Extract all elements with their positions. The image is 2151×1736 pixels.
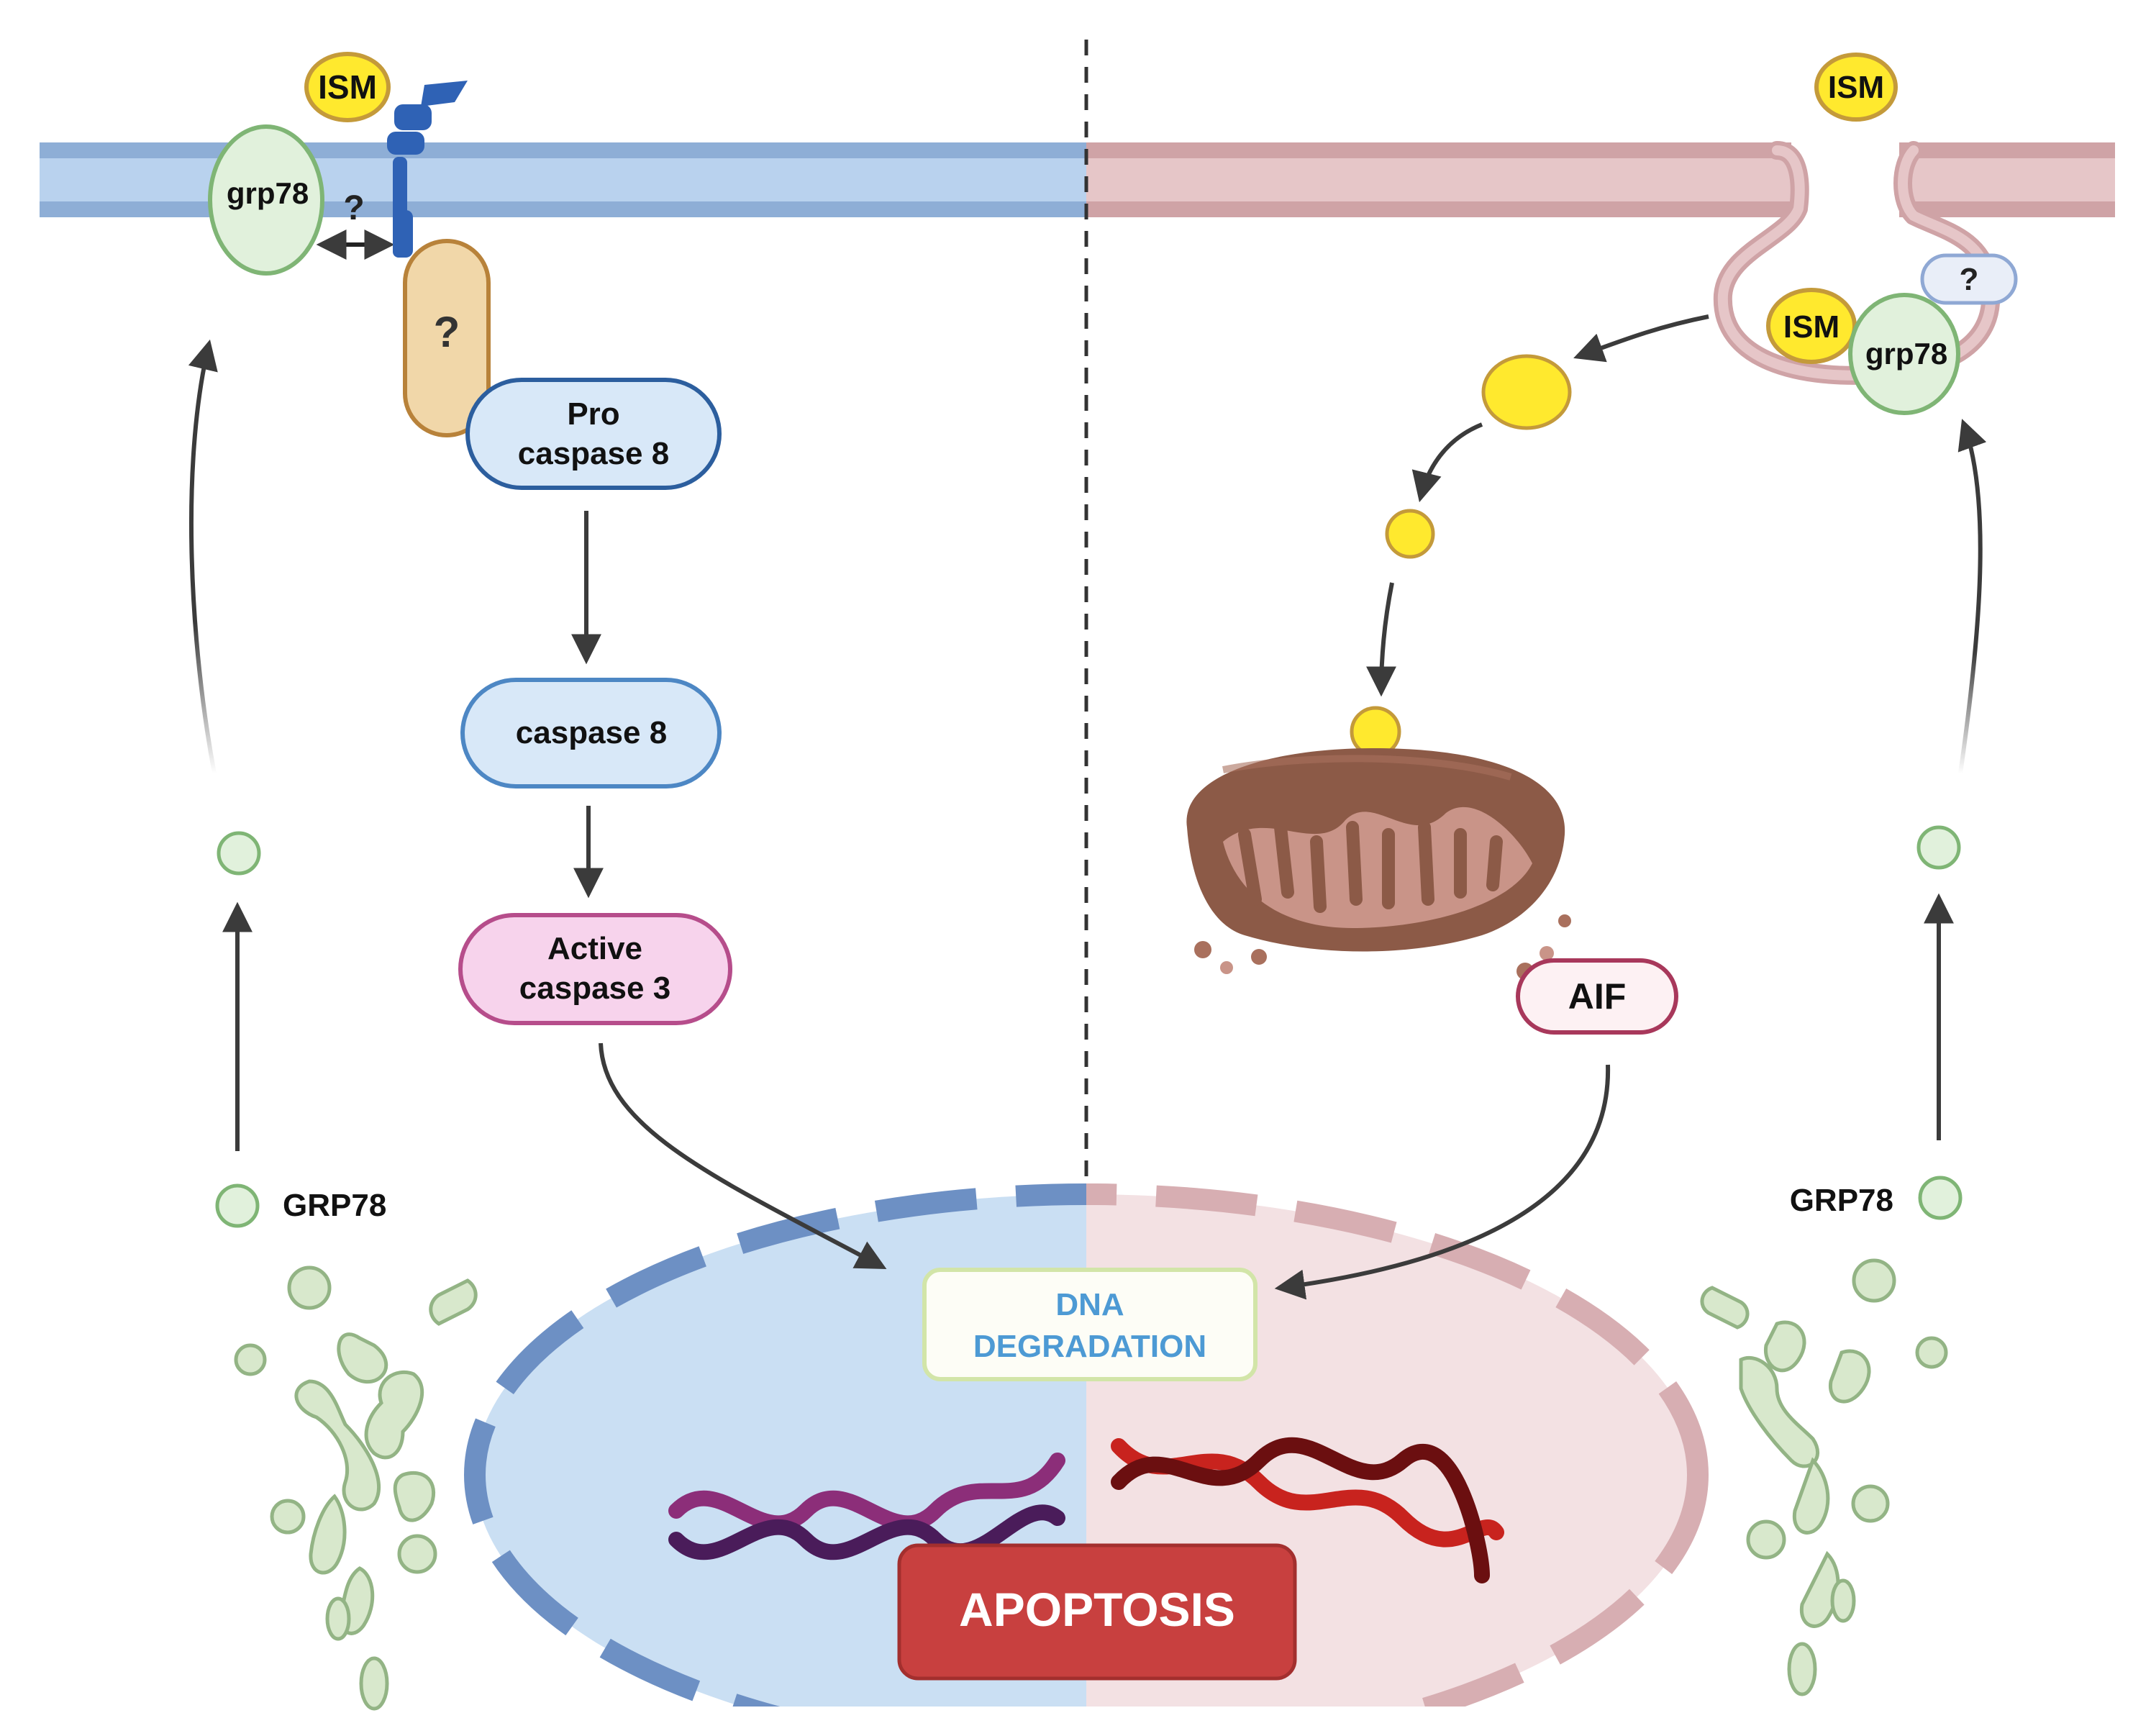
caspase-8-node: caspase 8 (460, 678, 722, 789)
grp78-right-label: grp78 (1865, 337, 1947, 371)
adaptor-question-label: ? (434, 308, 460, 356)
arrow-aif-to-dna (1274, 1064, 1611, 1300)
death-receptor (387, 81, 468, 258)
ism-cytosolic-small (1385, 509, 1435, 559)
ism-ligand-left: ISM (304, 52, 391, 122)
aif-label: AIF (1568, 976, 1627, 1017)
dna-degradation-line2: DEGRADATION (973, 1329, 1206, 1364)
dna-degradation-box: DNA DEGRADATION (922, 1268, 1258, 1381)
apoptosis-label: APOPTOSIS (959, 1583, 1235, 1636)
cell-membrane-left (40, 142, 1086, 217)
pro-caspase-8-line2: caspase 8 (518, 436, 669, 471)
arrow-grp78-to-membrane-right (1957, 419, 1987, 774)
grp78-vesicle-left (217, 831, 261, 876)
active-caspase-3-node: Active caspase 3 (458, 913, 732, 1025)
pro-caspase-8-node: Pro caspase 8 (465, 378, 722, 490)
endoplasmic-reticulum-left (234, 1265, 478, 1711)
active-caspase-3-line1: Active (547, 931, 642, 966)
arrow-ism-to-small (1411, 422, 1483, 503)
ism-left-label: ISM (318, 68, 377, 106)
arrow-vesicle-to-ism (1573, 314, 1709, 363)
grp78-cytosolic-right (1918, 1176, 1963, 1220)
grp78-surface-right: grp78 (1848, 293, 1960, 415)
dna-helix-left (668, 1453, 1065, 1560)
active-caspase-3-line2: caspase 3 (519, 971, 670, 1006)
unknown-interaction-mark-left: ? (343, 189, 364, 227)
ism-internalized: ISM (1766, 288, 1857, 364)
mitochondrion (1186, 748, 1571, 980)
cell-membrane-right (1086, 142, 2115, 217)
ism-right-vesicle-label: ISM (1783, 309, 1840, 345)
aif-node: AIF (1516, 958, 1678, 1035)
ism-right-outside-label: ISM (1828, 70, 1884, 105)
dna-helix-right (1111, 1437, 1504, 1583)
arrow-grp78-to-membrane-left (188, 339, 218, 774)
grp78-cytosolic-right-label: GRP78 (1790, 1183, 1893, 1218)
arrow-ism-to-mitochondrion (1366, 582, 1397, 697)
ism-cytosolic-large (1481, 354, 1572, 430)
grp78-cytosolic-left (215, 1183, 260, 1228)
caspase-8-label: caspase 8 (516, 715, 667, 750)
grp78-left-label: grp78 (227, 176, 309, 210)
ism-ligand-right: ISM (1814, 53, 1898, 122)
question-right-label: ? (1960, 262, 1979, 297)
unknown-coreceptor-right: ? (1920, 253, 2018, 305)
grp78-cytosolic-left-label: GRP78 (283, 1188, 386, 1223)
endoplasmic-reticulum-right (1700, 1258, 1948, 1696)
grp78-vesicle-right (1916, 825, 1961, 870)
dna-degradation-line1: DNA (1055, 1287, 1124, 1322)
adaptor-protein-unknown: ? (403, 239, 491, 437)
arrow-casp3-to-dna (599, 1042, 887, 1269)
pro-caspase-8-line1: Pro (567, 396, 619, 432)
grp78-surface-left: grp78 (208, 124, 324, 276)
apoptosis-banner: APOPTOSIS (897, 1543, 1297, 1681)
